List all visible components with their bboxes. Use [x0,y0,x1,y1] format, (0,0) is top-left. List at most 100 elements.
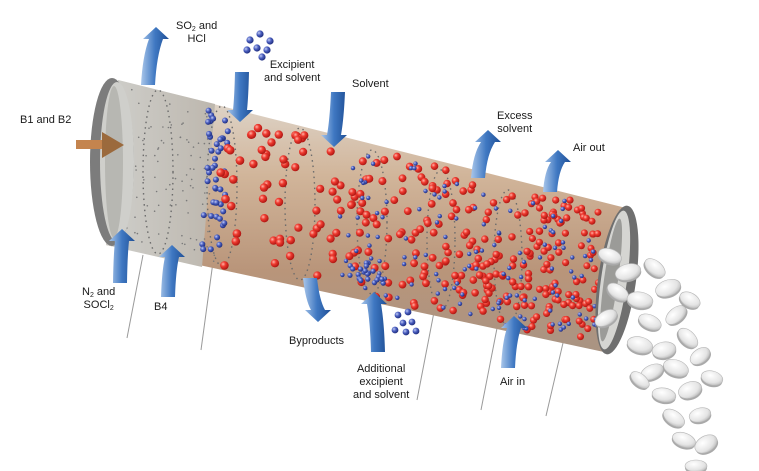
red-particle [527,302,536,310]
blue-particle [337,214,343,219]
red-particle [384,278,393,287]
tablet-icon [662,358,689,379]
blue-particle [350,165,356,171]
red-particle [508,233,516,241]
label-excipient-solvent: Excipient and solvent [264,59,321,84]
red-particle [410,259,418,268]
blue-particle [496,300,501,306]
red-particle [345,252,354,261]
red-particle [274,130,283,139]
speckle [153,210,156,212]
red-particle [316,220,325,229]
blue-particle [562,198,567,204]
red-particle [285,251,295,261]
red-particle [412,249,420,258]
red-particle [542,285,550,293]
red-particle [496,315,505,323]
speckle [190,178,193,181]
red-particle [451,271,459,280]
blue-particle [350,266,356,272]
speckle [204,112,207,115]
red-particle [429,228,438,237]
speckle [179,136,182,138]
blue-particle [542,242,547,247]
label-so2-hcl: SO2 and HCl [176,20,218,45]
red-particle [464,205,473,214]
blue-particle [437,213,442,219]
blue-particle [454,281,460,286]
blue-particle [507,265,512,271]
blue-particle [569,269,574,274]
red-particle [356,207,365,216]
speckle [134,231,136,234]
red-particle [554,287,562,295]
red-particle [509,255,518,263]
red-particle [332,228,341,237]
red-particle [274,197,284,207]
red-particle [533,313,541,321]
blue-particle [367,243,372,248]
red-particle [481,295,489,304]
red-particle [577,242,585,250]
arrow-down-icon [321,92,347,147]
blue-particle [208,147,215,154]
blue-particle [369,256,374,261]
blue-particle [408,318,416,326]
label-n2-socl2: N2 and SOCl2 [82,286,116,312]
label-air-out: Air out [573,142,605,154]
blue-particle [506,275,511,281]
blue-particle [358,178,364,183]
speckle [157,233,160,235]
red-particle [565,291,573,299]
blue-particle [404,308,412,316]
blue-particle [518,314,523,319]
blue-particle [493,206,499,211]
red-particle [483,260,491,268]
blue-particle [360,195,365,201]
red-particle [528,234,537,243]
red-particle [584,325,592,333]
red-particle [269,236,278,245]
red-particle [594,208,602,216]
speckle [189,237,192,240]
red-particle [427,200,436,208]
red-particle [494,235,502,244]
red-particle [216,168,225,177]
red-particle [575,317,583,325]
blue-particle [537,255,543,260]
red-particle [492,270,500,278]
blue-particle [266,37,274,45]
red-particle [585,298,593,305]
blue-particle [365,233,371,238]
blue-particle [557,321,563,326]
tablet-icon [662,408,685,429]
red-particle [474,254,483,263]
arrow-up-icon [109,229,135,283]
red-particle [489,199,498,207]
speckle [141,241,143,243]
speckle [203,142,206,145]
arrow-up-icon [361,292,387,352]
speckle [136,196,138,199]
speckle [157,147,160,149]
red-particle [428,184,437,193]
blue-particle [403,236,409,241]
tablet-icon [643,258,666,279]
blue-particle [216,215,223,222]
blue-particle [253,44,261,52]
blue-particle [375,234,380,240]
blue-particle [553,283,558,288]
blue-particle [423,252,428,258]
speckle [207,230,209,233]
red-particle [540,211,548,219]
speckle [181,180,183,182]
red-particle [336,206,345,215]
speckle [142,139,144,142]
blue-particle [395,295,400,300]
red-particle [586,304,594,312]
red-particle [347,201,356,209]
blue-particle [340,272,345,278]
tablet-icon [678,381,703,401]
blue-particle [518,274,524,280]
blue-particle [256,30,264,38]
